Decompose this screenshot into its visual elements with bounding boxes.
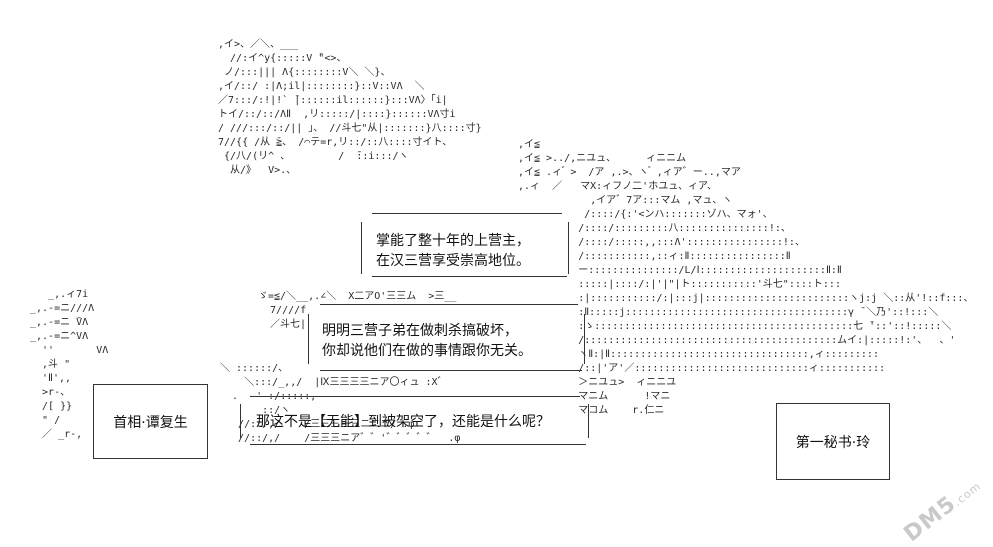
speech-line: 你却说他们在做的事情跟你无关。: [322, 343, 532, 359]
aa-bottom-strip: ＼ ::::::/、 ＼:::/_,,/ |Ⅸ三三三三ニア〇ィュ :X゛ . '…: [220, 363, 461, 444]
watermark-domain: .com: [950, 479, 984, 509]
speech-line: 明明三营子弟在做刺杀搞破坏，: [322, 323, 518, 339]
name-label-right: 第一秘书·玲: [795, 434, 871, 451]
speech-line: 在汉三营享受崇高地位。: [376, 253, 530, 269]
speech-line: 掌能了整十年的上营主，: [376, 233, 530, 249]
aa-right-figure: ,イ≦ ,イ≦ >../,ニユュ、 ィニニム ,イ≦ .ィ ゙ > /ア ,.>…: [518, 139, 974, 416]
aa-scene: ,イ>、／＼、___ //:イ^y{:::::V ̄"<>、 ノ/:::||| …: [30, 39, 983, 547]
name-box-right: 第一秘书·玲: [776, 403, 890, 480]
speech-line: 那这不是【无能】到被架空了，还能是什么呢？: [256, 414, 550, 430]
watermark-logo: DM5.com: [899, 472, 985, 547]
aa-mid-strip: ゞ=≦/＼__,.∠＼ X二アO'三三ム >三__ 7////f ／斗七|: [258, 291, 457, 330]
name-label-left: 首相·谭复生: [113, 414, 188, 431]
name-box-left: 首相·谭复生: [93, 384, 208, 459]
aa-top-figure: ,イ>、／＼、___ //:イ^y{:::::V ̄"<>、 ノ/:::||| …: [218, 39, 482, 176]
